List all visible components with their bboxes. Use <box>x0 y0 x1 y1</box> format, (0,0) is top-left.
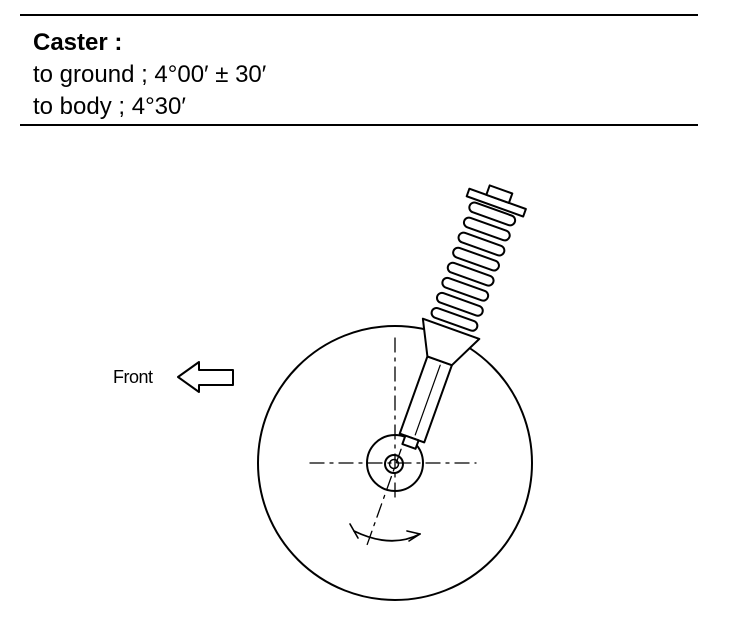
spring-coil <box>457 231 506 257</box>
upper-mount-cap <box>485 184 514 204</box>
strut-neck <box>401 434 420 450</box>
caster-to-body: to body ; 4°30′ <box>33 93 186 120</box>
spring-coil <box>430 306 479 332</box>
left-arrow-icon <box>177 361 234 393</box>
front-label: Front <box>113 367 153 387</box>
arc-arrowhead <box>406 530 421 542</box>
wheel-hub <box>366 434 424 492</box>
spring-coil <box>435 291 484 317</box>
hub-axle-outer <box>384 454 404 474</box>
caster-to-ground: to ground ; 4°00′ ± 30′ <box>33 61 267 88</box>
spring-coil <box>452 246 500 272</box>
strut-assembly <box>398 184 527 450</box>
caster-spec-box: Caster : to ground ; 4°00′ ± 30′ to body… <box>20 14 698 126</box>
spring-coil <box>441 276 490 302</box>
strut-body <box>398 355 453 444</box>
caster-title: Caster : <box>33 29 123 56</box>
caster-angle-arc <box>353 530 421 542</box>
spring-coil <box>468 201 517 227</box>
spring-coil <box>446 261 495 287</box>
arc-tick-left <box>349 523 359 539</box>
lower-spring-seat <box>421 317 481 367</box>
spring-coil <box>462 216 511 242</box>
wheel-outline <box>257 325 533 601</box>
